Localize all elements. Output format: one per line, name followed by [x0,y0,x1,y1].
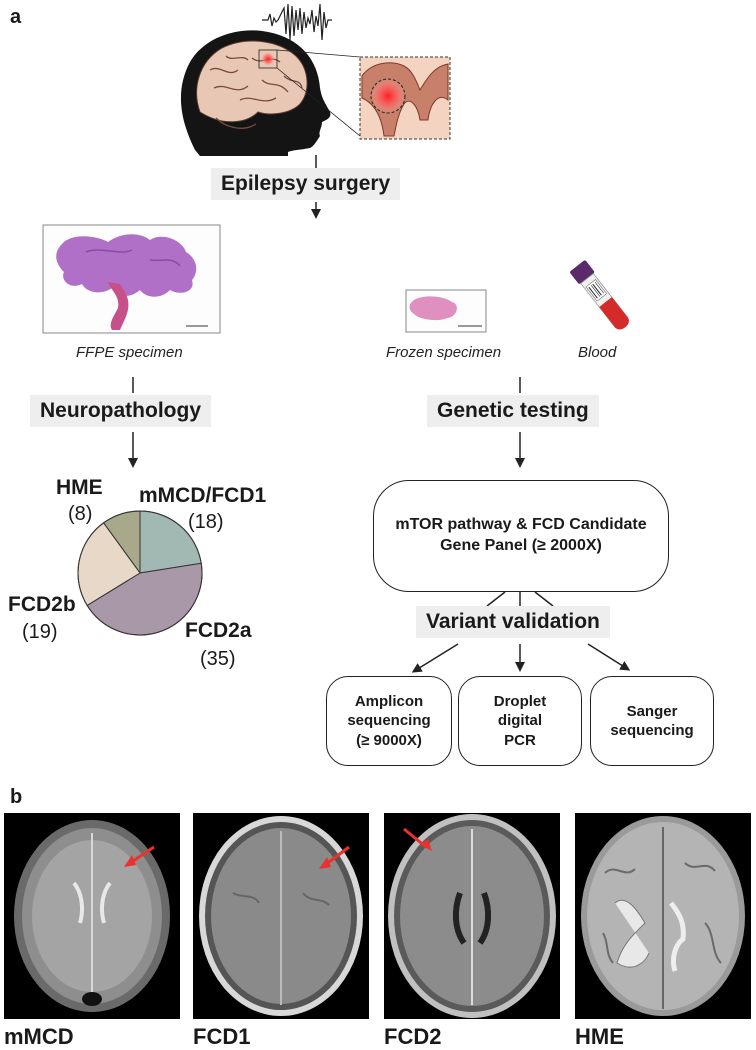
pie-count-hme: (8) [68,503,93,525]
arrow-to-amplicon [411,643,459,673]
mri-scan-mmcd [4,813,180,1019]
eeg-trace-icon [262,3,332,41]
connector-panel-validation-right [534,591,554,607]
variant-validation-label: Variant validation [416,606,610,638]
pie-count-fcd2b: (19) [22,621,58,643]
method-box-sanger: Sanger sequencing [590,676,714,766]
method-sanger-line1: Sanger [626,702,678,720]
method-amplicon-line2: sequencing [347,712,431,730]
mri-scan-fcd2 [384,813,560,1019]
mri-fcd2-image [388,814,556,1018]
epilepsy-surgery-label: Epilepsy surgery [211,168,401,200]
mri-mmcd-image [14,820,170,1012]
panel-b-letter: b [10,786,23,808]
mri-label-mmcd: mMCD [4,1024,74,1049]
method-ddpcr-line3: PCR [504,731,536,749]
method-amplicon-line1: Amplicon [354,692,424,710]
pie-label-hme: HME [56,476,103,499]
gene-panel-box: mTOR pathway & FCD Candidate Gene Panel … [373,480,669,592]
pie-label-fcd2b: FCD2b [8,593,76,616]
frozen-caption: Frozen specimen [386,344,502,361]
mri-label-hme: HME [575,1024,624,1049]
method-box-ddpcr: Droplet digital PCR [458,676,582,766]
pie-label-mmcd-fcd1: mMCD/FCD1 [139,484,267,507]
blood-tube-icon [570,260,629,330]
mri-label-fcd2: FCD2 [384,1024,442,1049]
method-ddpcr-line1: Droplet [493,692,547,710]
arrow-to-sanger [587,643,631,671]
method-box-amplicon: Amplicon sequencing (≥ 9000X) [326,676,452,766]
gene-panel-line2: Gene Panel (≥ 2000X) [440,537,602,554]
frozen-specimen-image [405,289,487,333]
mri-hme-image [581,816,745,1016]
neuropathology-label: Neuropathology [30,395,211,427]
connector-panel-validation-left [486,591,506,607]
genetic-testing-label: Genetic testing [427,395,599,427]
panel-a-letter: a [10,6,22,28]
method-sanger-line2: sequencing [610,722,694,739]
method-amplicon-line3: (≥ 9000X) [356,731,422,749]
cortex-inset-illustration [359,56,451,140]
ffpe-specimen-image [42,224,221,334]
pie-label-fcd2a: FCD2a [185,619,252,642]
diagram-graphics [42,3,631,673]
ffpe-caption: FFPE specimen [76,344,183,361]
gene-panel-line1: mTOR pathway & FCD Candidate [395,516,647,534]
zoom-line-bottom [276,67,361,137]
method-ddpcr-line2: digital [497,712,543,730]
mri-label-fcd1: FCD1 [193,1024,251,1049]
pie-count-fcd2a: (35) [200,648,236,670]
head-brain-illustration [180,30,331,156]
mri-scan-fcd1 [193,813,369,1019]
zoom-line-top [276,49,361,58]
pathology-pie-chart [77,510,203,636]
pie-count-mmcd-fcd1: (18) [188,511,224,533]
mri-scan-hme [575,813,751,1019]
pie-outline [77,510,203,636]
mri-fcd1-image [199,816,363,1016]
blood-caption: Blood [578,344,617,361]
